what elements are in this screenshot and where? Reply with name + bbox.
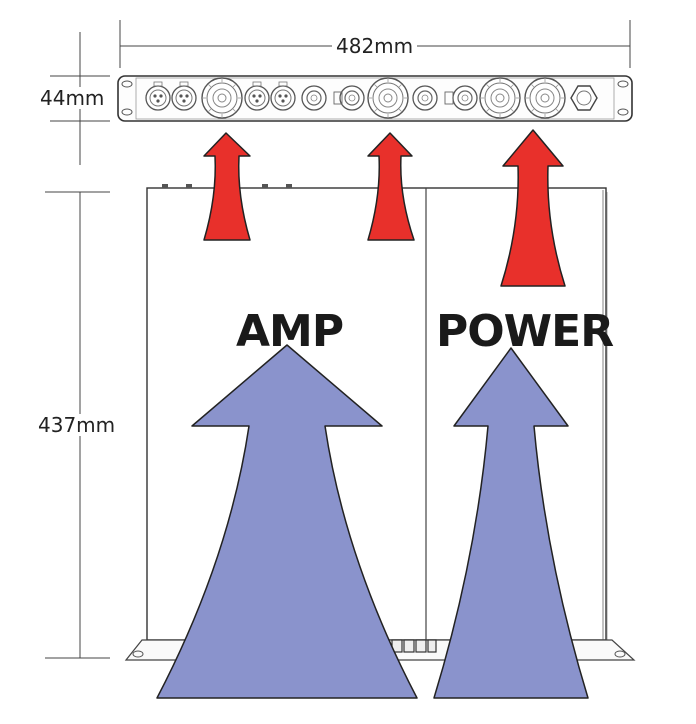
intake-arrows <box>156 344 589 699</box>
exhaust-arrow-2 <box>367 132 415 241</box>
exhaust-arrows <box>203 129 566 287</box>
exhaust-arrow-3 <box>500 129 566 287</box>
power-intake-arrow <box>433 347 589 699</box>
amp-intake-arrow <box>156 344 418 699</box>
amp-section-label: AMP <box>236 306 344 357</box>
power-connector-icon <box>570 85 598 111</box>
front-panel <box>117 75 633 122</box>
height-dimension-label: 44mm <box>36 87 109 109</box>
exhaust-arrow-1 <box>203 132 251 241</box>
power-section-label: POWER <box>436 306 614 357</box>
depth-dimension-label: 437mm <box>34 414 120 436</box>
width-dimension-label: 482mm <box>332 35 418 57</box>
